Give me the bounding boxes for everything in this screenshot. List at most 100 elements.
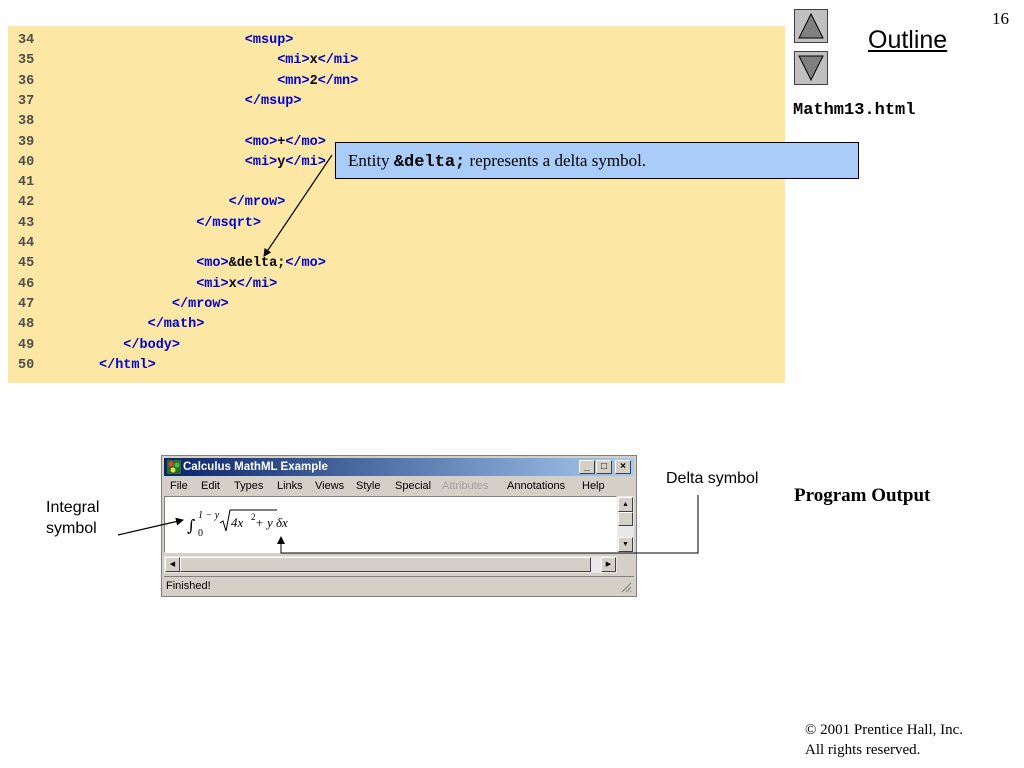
line-number: 42 xyxy=(18,195,35,211)
code-text: </msqrt> xyxy=(196,214,261,234)
code-text: <msup> xyxy=(245,31,294,51)
menu-item-views[interactable]: Views xyxy=(315,480,345,492)
opening-tag: <mi> xyxy=(244,154,278,170)
opening-tag: </body> xyxy=(123,337,181,353)
opening-tag: <mo> xyxy=(196,256,229,272)
resize-grip-icon[interactable] xyxy=(620,581,632,593)
code-text: <mo>+</mo> xyxy=(245,133,326,153)
opening-tag: <mi> xyxy=(196,276,229,292)
closing-tag: </mo> xyxy=(285,256,326,272)
opening-tag: </html> xyxy=(99,357,156,373)
code-text: <mn>2</mn> xyxy=(277,72,358,92)
menu-item-types[interactable]: Types xyxy=(234,480,264,492)
opening-tag: </msqrt> xyxy=(196,215,261,231)
opening-tag: </msup> xyxy=(244,93,302,109)
code-text: </body> xyxy=(123,336,180,356)
delta-symbol-label: Delta symbol xyxy=(666,470,759,487)
code-text: <mi>y</mi> xyxy=(245,153,326,173)
radicand-exponent: 2 xyxy=(251,512,256,522)
triangle-down-icon xyxy=(798,55,824,82)
code-text: <mo>&delta;</mo> xyxy=(196,254,326,274)
code-text: <mi>x</mi> xyxy=(277,51,358,71)
menu-item-annotations[interactable]: Annotations xyxy=(507,480,566,492)
closing-tag: </mi> xyxy=(285,154,326,170)
next-slide-button[interactable] xyxy=(794,51,828,85)
square-root-sign xyxy=(219,509,277,532)
maximize-button[interactable]: □ xyxy=(596,460,612,474)
integral-upper-limit: 1 − y xyxy=(198,510,220,521)
minimize-button[interactable]: _ xyxy=(579,460,595,474)
closing-tag: </mi> xyxy=(236,276,278,292)
menu-item-special[interactable]: Special xyxy=(395,480,432,492)
line-number: 45 xyxy=(18,256,35,272)
file-name: Mathm13.html xyxy=(793,101,916,120)
status-bar: Finished! xyxy=(164,576,634,594)
close-icon: × xyxy=(620,461,626,472)
scroll-down-button[interactable]: ▼ xyxy=(618,537,633,552)
line-number: 43 xyxy=(18,215,35,231)
vertical-scrollbar[interactable]: ▲ ▼ xyxy=(617,496,634,553)
line-number: 47 xyxy=(18,296,35,312)
radicand: 4x xyxy=(231,515,244,530)
code-text: </math> xyxy=(148,315,205,335)
browser-content: ∫ 1 − y 0 4x 2 + y δx xyxy=(164,496,617,553)
menu-item-links[interactable]: Links xyxy=(277,480,303,492)
previous-slide-button[interactable] xyxy=(794,9,828,43)
closing-tag: </mn> xyxy=(317,73,359,89)
menu-item-file[interactable]: File xyxy=(170,480,188,492)
code-text: </msup> xyxy=(245,92,302,112)
window-title: Calculus MathML Example xyxy=(183,461,328,473)
triangle-up-icon xyxy=(798,12,824,39)
delta-x: δx xyxy=(276,515,288,530)
integral-label-line-1: Integral xyxy=(46,499,100,516)
menu-item-attributes: Attributes xyxy=(442,480,489,492)
scroll-thumb[interactable] xyxy=(618,512,633,526)
element-content: &delta; xyxy=(228,256,286,272)
program-output-label: Program Output xyxy=(794,485,931,506)
closing-tag: </mo> xyxy=(285,134,326,150)
opening-tag: <msup> xyxy=(244,33,294,48)
line-number: 40 xyxy=(18,154,35,170)
line-number: 50 xyxy=(18,357,35,373)
opening-tag: </mrow> xyxy=(228,195,286,211)
scroll-left-button[interactable]: ◀ xyxy=(165,557,180,572)
line-number: 38 xyxy=(18,114,35,130)
element-content: x xyxy=(309,53,318,69)
horizontal-scroll-thumb[interactable] xyxy=(180,557,591,572)
outline-link[interactable]: Outline xyxy=(868,26,948,54)
plus-y: + y xyxy=(255,515,273,530)
arrow-left-icon: ◀ xyxy=(169,561,176,568)
menu-item-style[interactable]: Style xyxy=(356,480,381,492)
close-button[interactable]: × xyxy=(615,460,631,474)
element-content: x xyxy=(228,276,237,292)
opening-tag: <mi> xyxy=(277,53,310,69)
page-number: 16 xyxy=(992,9,1009,28)
code-text: </html> xyxy=(99,356,156,376)
line-number: 41 xyxy=(18,175,35,191)
code-listing: 34<msup>35<mi>x</mi>36<mn>2</mn>37</msup… xyxy=(8,26,785,383)
arrow-down-icon: ▼ xyxy=(622,541,629,548)
app-icon xyxy=(167,460,181,474)
menu-item-help[interactable]: Help xyxy=(582,480,605,492)
callout-suffix: represents a delta symbol. xyxy=(465,151,647,170)
line-number: 39 xyxy=(18,134,35,150)
line-number: 37 xyxy=(18,93,35,109)
delta-entity-callout: Entity &delta; represents a delta symbol… xyxy=(335,142,859,179)
horizontal-scrollbar[interactable]: ◀ ▶ xyxy=(164,556,617,573)
opening-tag: <mn> xyxy=(277,73,310,89)
line-number: 44 xyxy=(18,236,35,251)
line-number: 35 xyxy=(18,53,35,69)
window-titlebar[interactable]: Calculus MathML Example _ □ × xyxy=(164,458,634,476)
scroll-up-button[interactable]: ▲ xyxy=(618,497,633,512)
browser-window: Calculus MathML Example _ □ × File Edit Ty… xyxy=(161,455,637,597)
element-content: 2 xyxy=(309,73,318,89)
integral-sign: ∫ xyxy=(187,516,195,535)
line-number: 34 xyxy=(18,33,35,48)
code-text: </mrow> xyxy=(229,193,286,213)
menu-item-edit[interactable]: Edit xyxy=(201,480,220,492)
opening-tag: <mo> xyxy=(244,134,278,150)
copyright-line-1: © 2001 Prentice Hall, Inc. xyxy=(805,722,964,738)
integral-symbol-label: Integral symbol xyxy=(46,497,99,539)
line-number: 36 xyxy=(18,73,35,89)
scroll-right-button[interactable]: ▶ xyxy=(601,557,616,572)
